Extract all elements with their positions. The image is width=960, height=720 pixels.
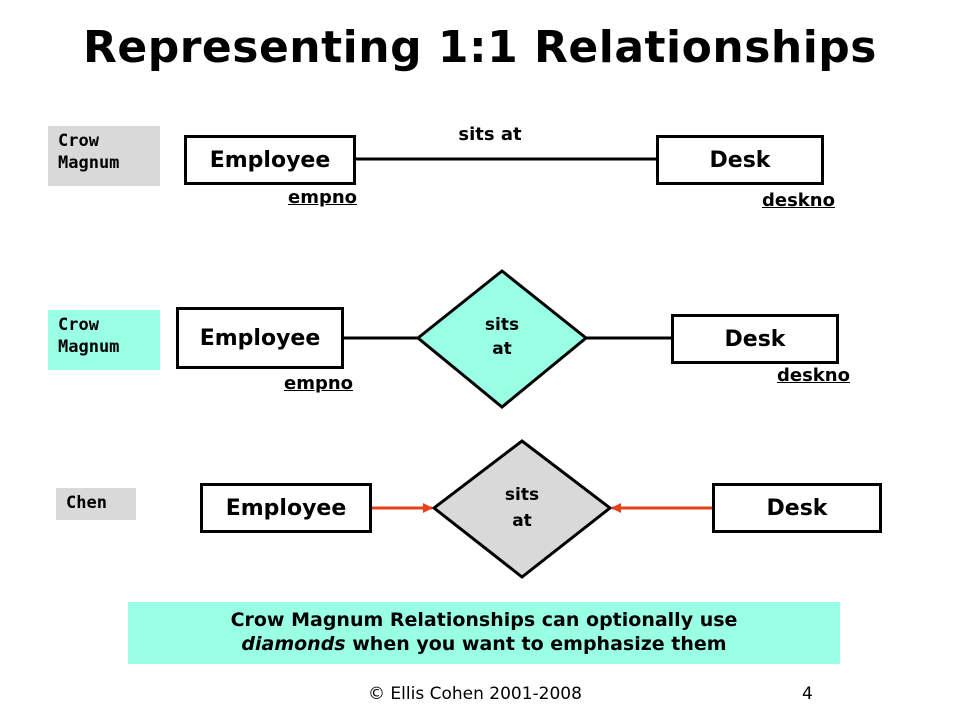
row3-relationship-diamond xyxy=(431,439,613,579)
row2-relationship-diamond xyxy=(415,269,589,409)
note-line-2: diamonds when you want to emphasize them xyxy=(128,632,840,656)
row1-relationship-label: sits at xyxy=(458,124,522,145)
page-number: 4 xyxy=(802,684,813,704)
note-box: Crow Magnum Relationships can optionally… xyxy=(128,602,840,664)
row2-relationship-label-line1: sits xyxy=(484,315,520,335)
row1-deskno-key: deskno xyxy=(762,190,835,211)
slide-title: Representing 1:1 Relationships xyxy=(83,22,877,73)
note-line-1: Crow Magnum Relationships can optionally… xyxy=(230,609,738,631)
row2-relationship-label-line2: at xyxy=(492,339,512,359)
row3-relationship-label-line2: at xyxy=(512,511,532,531)
row1-notation-tag: Crow Magnum xyxy=(48,126,160,186)
row3-desk-entity: Desk xyxy=(712,483,882,533)
row3-employee-entity: Employee xyxy=(200,483,372,533)
row2-employee-entity: Employee xyxy=(176,307,344,369)
row2-empno-key: empno xyxy=(284,373,354,394)
row1-employee-entity: Employee xyxy=(184,135,356,185)
note-line-2-rest: when you want to emphasize them xyxy=(345,633,727,655)
row1-desk-entity: Desk xyxy=(656,135,824,185)
row3-notation-tag: Chen xyxy=(56,488,136,520)
copyright-footer: © Ellis Cohen 2001-2008 xyxy=(368,684,582,704)
row2-deskno-key: deskno xyxy=(777,365,850,386)
row1-empno-key: empno xyxy=(288,187,358,208)
note-emphasis: diamonds xyxy=(241,633,346,655)
row3-relationship-label-line1: sits xyxy=(504,485,540,505)
row2-desk-entity: Desk xyxy=(671,314,839,364)
row2-notation-tag: Crow Magnum xyxy=(48,310,160,370)
